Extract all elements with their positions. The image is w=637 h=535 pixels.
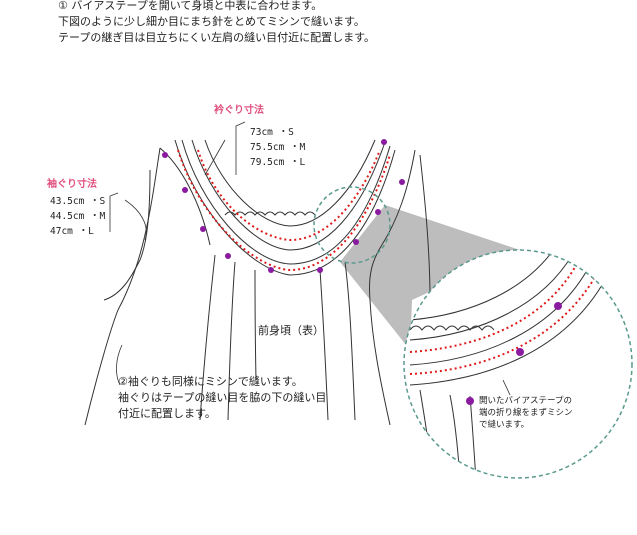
pin: [375, 209, 381, 215]
step2-line-3: 付近に配置します。: [118, 407, 216, 420]
armhole-size-s: 43.5cm ・S: [50, 196, 106, 207]
neckline-size-m: 75.5cm ・M: [250, 142, 306, 153]
neckline-heading: 衿ぐり寸法: [214, 105, 264, 116]
focus-circle: [313, 186, 391, 264]
instruction-line-3: テープの継ぎ目は目立ちにくい左肩の縫い目付近に配置します。: [58, 31, 376, 44]
instruction-line-2: 下図のように少し細か目にまち針をとめてミシンで縫います。: [58, 15, 365, 28]
pin: [182, 187, 188, 193]
step2-line-1: ②袖ぐりも同様にミシンで縫います。: [118, 375, 303, 388]
pins: [162, 139, 405, 273]
neckline-size-s: 73cm ・S: [250, 127, 294, 138]
zoom-pin: [516, 348, 524, 356]
pin: [353, 239, 359, 245]
zoom-pin: [554, 302, 562, 310]
step2-line-2: 袖ぐりはテープの縫い目を脇の下の縫い目: [118, 391, 327, 404]
armhole-size-l: 47cm ・L: [50, 226, 94, 237]
body-label: 前身頃（表）: [258, 324, 324, 337]
pin: [162, 152, 168, 158]
pin: [225, 253, 231, 259]
zoom-note-line-2: 端の折り線をまずミシン: [479, 408, 573, 418]
pin: [200, 226, 206, 232]
pin: [317, 267, 323, 273]
armhole-size-m: 44.5cm ・M: [50, 211, 106, 222]
instruction-line-1: ① バイアステープを開いて身頃と中表に合わせます。: [58, 0, 323, 12]
armhole-heading: 袖ぐり寸法: [47, 179, 97, 190]
neckline-size-l: 79.5cm ・L: [250, 157, 306, 168]
garment-outline: [84, 139, 431, 426]
pin: [381, 139, 387, 145]
pin: [268, 267, 274, 273]
zoom-note-line-1: 開いたバイアステープの: [479, 396, 572, 406]
stitch-lines: [177, 149, 391, 272]
pin: [399, 179, 405, 185]
zoom-note-line-3: で縫います。: [479, 420, 530, 430]
leader-lines: [109, 121, 511, 396]
zoom-pin: [466, 397, 474, 405]
zoom-detail: [403, 249, 633, 479]
